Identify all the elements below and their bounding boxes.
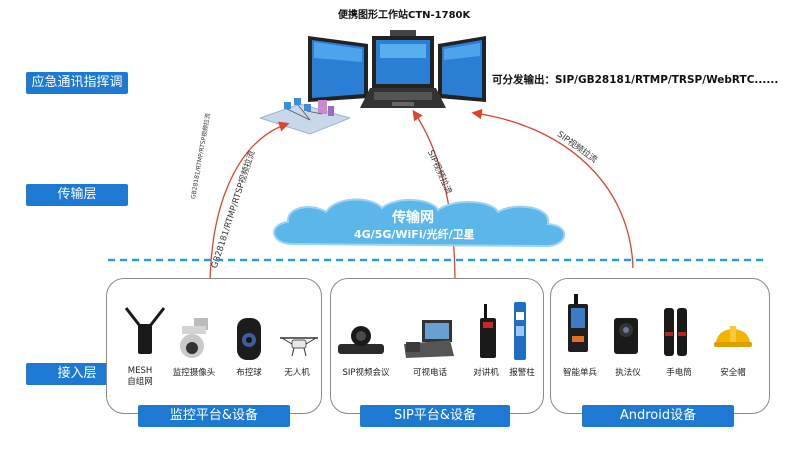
body-camera-icon [614,318,638,354]
device-label-video-phone: 可视电话 [412,368,448,378]
device-label-smart-soldier: 智能单兵 [562,368,598,378]
dispatch-network-icon [260,98,350,135]
device-label-mesh-2: 自组网 [127,377,153,387]
device-label-camera: 监控摄像头 [172,368,216,378]
layer-label-access: 接入层 [26,363,128,385]
video-phone-icon [404,320,454,358]
group-label-android: Android设备 [582,405,734,427]
group-label-monitoring: 监控平台&设备 [138,405,290,427]
device-label-alarm-pillar: 报警柱 [509,368,535,378]
layer-label-transport: 传输层 [26,184,128,206]
divider-line [108,258,768,262]
surveillance-camera-icon [180,318,208,358]
safety-helmet-icon [714,326,752,347]
portable-workstation-icon [308,30,486,108]
device-label-walkie-talkie: 对讲机 [473,368,499,378]
alarm-pillar-icon [514,302,526,360]
group-label-sip: SIP平台&设备 [360,405,510,427]
layer-label-dispatch: 应急通讯指挥调度 [26,72,128,112]
output-protocols: 可分发输出：SIP/GB28181/RTMP/TRSP/WebRTC...... [492,74,779,86]
device-label-body-camera: 执法仪 [615,368,641,378]
device-label-sip-conference: SIP视频会议 [342,368,390,378]
workstation-title: 便携图形工作站CTN-1780K [338,10,471,21]
device-label-drone: 无人机 [284,368,310,378]
cloud-subtitle: 4G/5G/WiFi/光纤/卫星 [354,228,475,241]
cloud-title: 传输网 [392,210,434,226]
flashlight-icon [664,308,687,356]
device-label-ball-camera: 布控球 [236,368,262,378]
device-label-flashlight: 手电筒 [666,368,692,378]
drone-icon [280,337,318,357]
smart-soldier-device-icon [568,294,588,352]
transport-network-cloud [273,198,566,248]
conference-camera-icon [338,326,384,354]
device-label-mesh: MESH [127,366,153,376]
deployment-ball-camera-icon [237,318,261,360]
mesh-radio-icon [124,307,166,354]
walkie-talkie-icon [480,304,496,358]
device-label-safety-helmet: 安全帽 [720,368,746,378]
